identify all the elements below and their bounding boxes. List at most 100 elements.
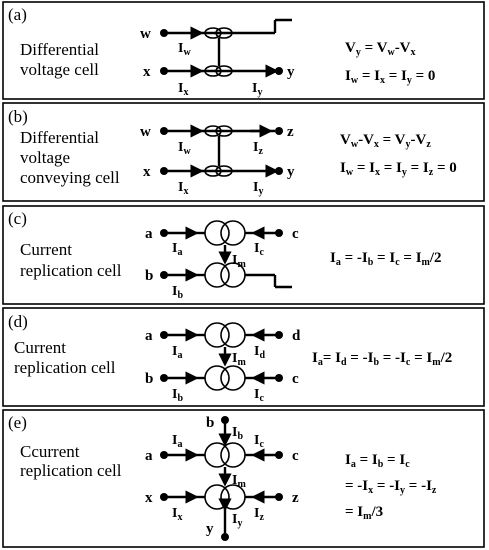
panel-a-title-line2: voltage cell bbox=[20, 60, 99, 79]
terminal-y-dot bbox=[221, 533, 229, 541]
terminal-c-label: c bbox=[292, 226, 299, 242]
panel-d-title-line1: Current bbox=[14, 338, 66, 357]
panel-d-eq1: Ia= Id = -Ib = -Ic = Im/2 bbox=[312, 350, 452, 368]
terminal-y-dot bbox=[275, 67, 283, 75]
terminal-z-dot bbox=[275, 127, 283, 135]
terminal-x-label: x bbox=[145, 490, 153, 506]
terminal-b-label: b bbox=[145, 371, 153, 387]
terminal-z-dot bbox=[275, 493, 283, 501]
terminal-x-label: x bbox=[143, 164, 151, 180]
panel-a-eq2: Iw = Ix = Iy = 0 bbox=[345, 68, 435, 86]
terminal-y-label: y bbox=[287, 64, 295, 80]
current-x-label: Ix bbox=[178, 180, 188, 197]
current-a-label: Ia bbox=[172, 433, 182, 450]
cell-b-top-left-ring bbox=[204, 125, 222, 137]
terminal-d-label: d bbox=[292, 328, 301, 344]
panel-e-title-line1: Ccurrent bbox=[20, 442, 80, 461]
current-m-label: Im bbox=[232, 351, 246, 368]
panel-b-circuit bbox=[160, 124, 283, 178]
terminal-x-label: x bbox=[143, 64, 151, 80]
cell-d-top-right-ring bbox=[220, 322, 246, 348]
panel-b: (b) Differential voltage conveying cell … bbox=[2, 102, 485, 202]
current-y-label: Iy bbox=[252, 81, 262, 98]
current-a-label: Ia bbox=[172, 344, 182, 361]
panel-b-title-line2: voltage bbox=[20, 148, 70, 167]
terminal-y-label: y bbox=[287, 164, 295, 180]
panel-e-tag: (e) bbox=[8, 413, 27, 432]
current-a-label: Ia bbox=[172, 241, 182, 258]
current-c-label: Ic bbox=[254, 433, 264, 450]
terminal-w-label: w bbox=[140, 124, 151, 140]
current-y-label: Iy bbox=[232, 512, 242, 529]
panel-b-frame bbox=[2, 102, 485, 202]
panel-a-title-line1: Differential bbox=[20, 40, 99, 59]
cell-c-top-right-ring bbox=[220, 220, 246, 246]
current-m-label: Im bbox=[232, 253, 246, 270]
panel-a-eq1: Vy = Vw-Vx bbox=[345, 40, 416, 58]
current-y-label: Iy bbox=[253, 180, 263, 197]
current-w-label: Iw bbox=[178, 41, 191, 58]
panel-b-tag: (b) bbox=[8, 107, 28, 126]
current-c-label: Ic bbox=[254, 241, 264, 258]
panel-c-title-line1: Current bbox=[20, 240, 72, 259]
terminal-z-label: z bbox=[292, 490, 299, 506]
panel-a-tag: (a) bbox=[8, 5, 27, 24]
panel-d: (d) Current replication cell a d b c Ia bbox=[2, 307, 485, 407]
terminal-y-dot bbox=[275, 167, 283, 175]
current-m-label: Im bbox=[232, 473, 246, 490]
cell-b-top-right-ring bbox=[215, 125, 233, 137]
cell-d-top-left-ring bbox=[204, 322, 230, 348]
panel-c-title-line2: replication cell bbox=[20, 261, 122, 280]
panel-b-eq1: Vw-Vx = Vy-Vz bbox=[340, 132, 431, 150]
terminal-c-dot bbox=[275, 374, 283, 382]
panel-e-eq1: Ia = Ib = Ic bbox=[345, 452, 410, 470]
panel-d-tag: (d) bbox=[8, 312, 28, 331]
terminal-b-label: b bbox=[145, 268, 153, 284]
current-z-label: Iz bbox=[253, 140, 263, 157]
panel-e-title-line2: replication cell bbox=[20, 461, 122, 480]
cell-b-bottom-right-ring bbox=[215, 165, 233, 177]
terminal-w-label: w bbox=[140, 26, 151, 42]
panel-d-title-line2: replication cell bbox=[14, 358, 116, 377]
terminal-c-dot bbox=[275, 451, 283, 459]
current-x-label: Ix bbox=[178, 81, 188, 98]
panel-a: (a) Differential voltage cell w x y Iw I… bbox=[2, 1, 485, 100]
panel-a-circuit bbox=[160, 18, 292, 78]
terminal-a-label: a bbox=[145, 328, 153, 344]
cell-b-bottom-left-ring bbox=[204, 165, 222, 177]
panel-c-tag: (c) bbox=[8, 209, 27, 228]
panel-d-frame bbox=[2, 307, 485, 407]
terminal-c-label: c bbox=[292, 371, 299, 387]
panel-a-frame bbox=[2, 1, 485, 100]
current-w-label: Iw bbox=[178, 140, 191, 157]
panel-b-eq2: Iw = Ix = Iy = Iz = 0 bbox=[340, 160, 457, 178]
panel-e: (e) Ccurrent replication cell bbox=[2, 409, 485, 548]
current-c-label: Ic bbox=[254, 387, 264, 404]
panel-c: (c) Current replication cell a c b Ia Ic bbox=[2, 205, 485, 305]
terminal-c-dot bbox=[275, 229, 283, 237]
panel-e-circuit bbox=[160, 416, 283, 541]
cell-a-top-left-ring bbox=[204, 27, 222, 39]
current-d-label: Id bbox=[254, 344, 265, 361]
panel-e-eq3: = Im/3 bbox=[345, 504, 383, 522]
current-z-label: Iz bbox=[254, 506, 264, 523]
panel-b-title-line1: Differential bbox=[20, 128, 99, 147]
panel-c-frame bbox=[2, 205, 485, 305]
current-b-label: Ib bbox=[172, 284, 183, 301]
panel-c-circuit bbox=[160, 220, 292, 289]
cell-a-top-right-ring bbox=[215, 27, 233, 39]
cell-a-bottom-left-ring bbox=[204, 65, 222, 77]
terminal-b-label: b bbox=[206, 415, 214, 431]
terminal-a-label: a bbox=[145, 226, 153, 242]
terminal-a-label: a bbox=[145, 448, 153, 464]
panel-b-title-line3: conveying cell bbox=[20, 168, 120, 187]
current-x-label: Ix bbox=[172, 506, 182, 523]
terminal-y-label: y bbox=[206, 521, 214, 537]
panel-d-circuit bbox=[160, 322, 283, 391]
current-b-label: Ib bbox=[172, 387, 183, 404]
panel-e-frame bbox=[2, 409, 485, 548]
terminal-d-dot bbox=[275, 331, 283, 339]
cell-e-top-right-ring bbox=[220, 442, 246, 468]
cell-e-top-left-ring bbox=[204, 442, 230, 468]
